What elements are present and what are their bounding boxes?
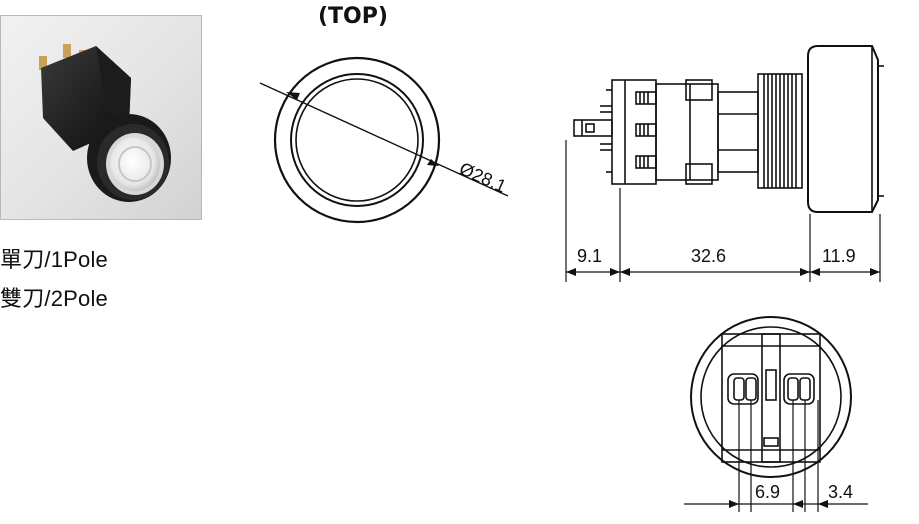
product-photo xyxy=(0,15,202,220)
top-view xyxy=(259,56,509,224)
dim-bezel-length: 11.9 xyxy=(822,246,856,266)
top-view-title: (TOP) xyxy=(318,4,388,29)
side-view xyxy=(565,45,884,282)
dim-pin-span: 6.9 xyxy=(755,482,780,502)
dim-pin-pitch: 3.4 xyxy=(828,482,853,502)
bottom-view xyxy=(684,316,868,512)
dim-body-length: 32.6 xyxy=(691,246,726,266)
push-button-switch-photo-icon xyxy=(39,44,171,202)
diameter-label: Ø28.1 xyxy=(456,158,509,196)
pole-label-single: 單刀/1Pole xyxy=(0,247,108,272)
dim-rear-length: 9.1 xyxy=(577,246,602,266)
pole-label-double: 雙刀/2Pole xyxy=(0,286,108,311)
